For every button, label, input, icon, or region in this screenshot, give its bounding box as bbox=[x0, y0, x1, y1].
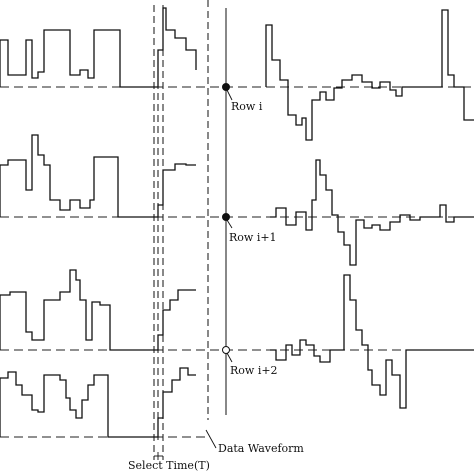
row-i1-marker bbox=[222, 213, 230, 221]
row-i-leader bbox=[226, 89, 233, 101]
waveform-row-2-left bbox=[0, 134, 196, 218]
waveform-row-3-left bbox=[0, 269, 196, 351]
waveform-row-4-left bbox=[0, 367, 196, 438]
row-i-marker bbox=[222, 83, 230, 91]
row-i1-label: Row i+1 bbox=[229, 231, 277, 244]
row-i2-label: Row i+2 bbox=[230, 364, 278, 377]
select-time-label: Select Time(T) bbox=[128, 459, 210, 472]
waveform-row-1-right bbox=[265, 9, 474, 141]
waveform-row-3-right bbox=[270, 274, 474, 409]
row-i-label: Row i bbox=[231, 100, 263, 113]
row-i1-leader bbox=[226, 219, 233, 229]
row-i2-marker bbox=[222, 346, 230, 354]
waveform-row-2-right bbox=[270, 159, 474, 266]
waveform-row-1-left bbox=[0, 7, 197, 88]
data-waveform-label: Data Waveform bbox=[218, 442, 304, 455]
data-waveform-leader bbox=[205, 429, 217, 449]
row-i2-leader bbox=[226, 352, 233, 363]
